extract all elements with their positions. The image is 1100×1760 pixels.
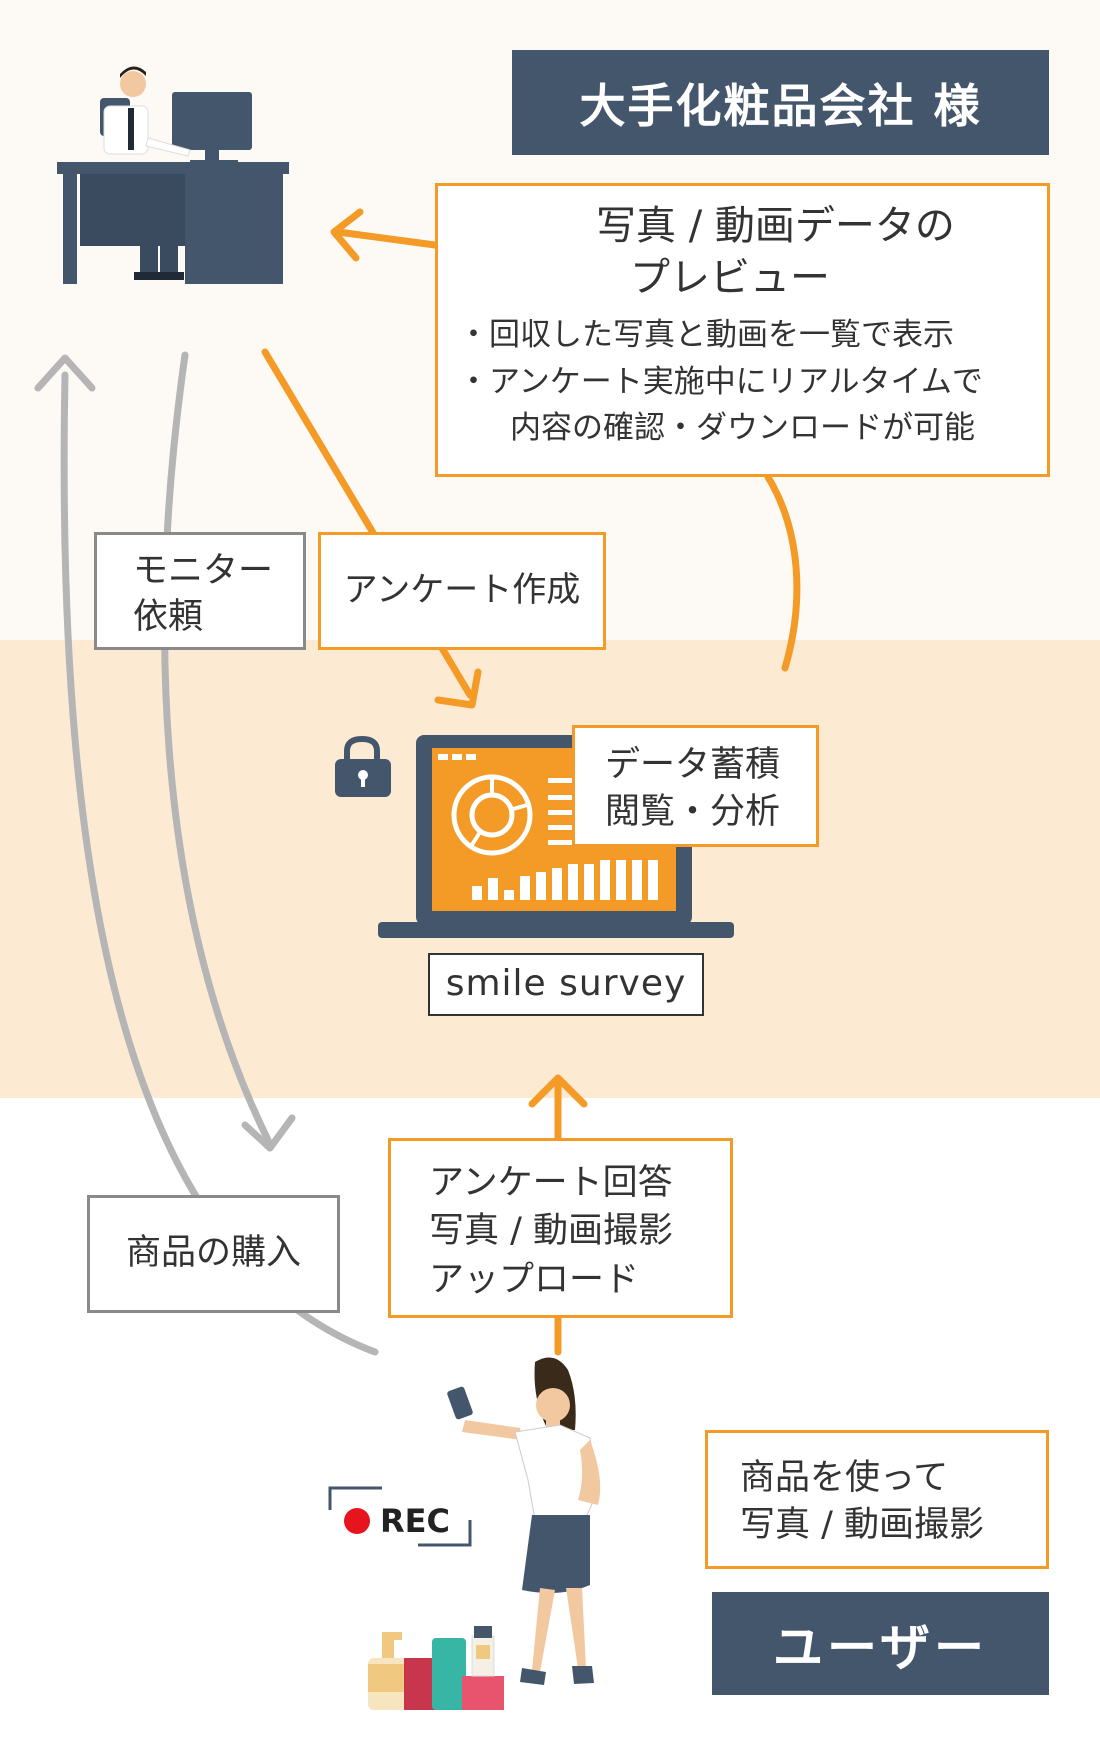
monitor-line-1: モニター xyxy=(133,551,274,591)
preview-title-line1: 写真 / 動画データの xyxy=(596,203,955,249)
use-line-1: 商品を使って xyxy=(740,1458,949,1498)
product-name-box: smile survey xyxy=(428,953,704,1016)
client-header: 大手化粧品会社 様 xyxy=(512,50,1049,155)
woman-selfie-illustration xyxy=(447,1357,601,1685)
preview-bullet-1: ・回収した写真と動画を一覧で表示 xyxy=(458,317,954,353)
user-title: ユーザー xyxy=(773,1618,988,1677)
cosmetics-illustration xyxy=(368,1626,504,1710)
survey-create-box: アンケート作成 xyxy=(318,532,606,650)
answer-line-3: アップロード xyxy=(429,1259,640,1300)
monitor-request-box: モニター 依頼 xyxy=(94,532,306,650)
use-line-2: 写真 / 動画撮影 xyxy=(740,1505,985,1546)
monitor-line-2: 依頼 xyxy=(133,596,204,637)
preview-title-line2: プレビュー xyxy=(630,255,830,301)
preview-box: 写真 / 動画データの プレビュー ・回収した写真と動画を一覧で表示 ・アンケー… xyxy=(435,183,1050,477)
rec-dot-icon xyxy=(344,1508,370,1534)
monitor-flow-arrow xyxy=(161,351,272,1144)
purchase-flow-arrowhead xyxy=(34,354,96,392)
preview-to-client-arrow xyxy=(334,228,439,249)
office-worker-illustration xyxy=(57,66,289,284)
purchase-label: 商品の購入 xyxy=(125,1233,301,1274)
data-line-1: データ蓄積 xyxy=(605,745,781,785)
lock-icon xyxy=(335,735,391,797)
survey-create-label: アンケート作成 xyxy=(343,570,581,611)
rec-label: REC xyxy=(380,1502,450,1540)
rec-frame xyxy=(328,1486,472,1547)
answer-line-2: 写真 / 動画撮影 xyxy=(429,1211,674,1252)
preview-bullets: ・回収した写真と動画を一覧で表示 ・アンケート実施中にリアルタイムで 内容の確認… xyxy=(458,312,1027,452)
user-header: ユーザー xyxy=(712,1592,1049,1695)
client-title: 大手化粧品会社 様 xyxy=(579,78,982,133)
preview-return-arrow xyxy=(764,473,801,672)
answer-upload-box: アンケート回答 写真 / 動画撮影 アップロード xyxy=(388,1138,733,1318)
survey-create-arrowhead xyxy=(434,668,482,709)
monitor-flow-arrowhead xyxy=(241,1114,296,1152)
purchase-box: 商品の購入 xyxy=(87,1195,340,1313)
rec-indicator: REC xyxy=(330,1490,472,1550)
product-name: smile survey xyxy=(445,963,687,1005)
preview-bullet-3: 内容の確認・ダウンロードが可能 xyxy=(510,410,975,446)
data-analysis-box: データ蓄積 閲覧・分析 xyxy=(572,725,819,847)
answer-line-1: アンケート回答 xyxy=(429,1163,673,1203)
data-line-2: 閲覧・分析 xyxy=(605,792,781,833)
preview-to-client-arrowhead xyxy=(330,208,364,262)
use-product-box: 商品を使って 写真 / 動画撮影 xyxy=(705,1430,1049,1569)
upload-arrowhead xyxy=(528,1074,588,1108)
preview-title: 写真 / 動画データの プレビュー xyxy=(458,200,1027,304)
preview-bullet-2: ・アンケート実施中にリアルタイムで xyxy=(458,363,983,400)
